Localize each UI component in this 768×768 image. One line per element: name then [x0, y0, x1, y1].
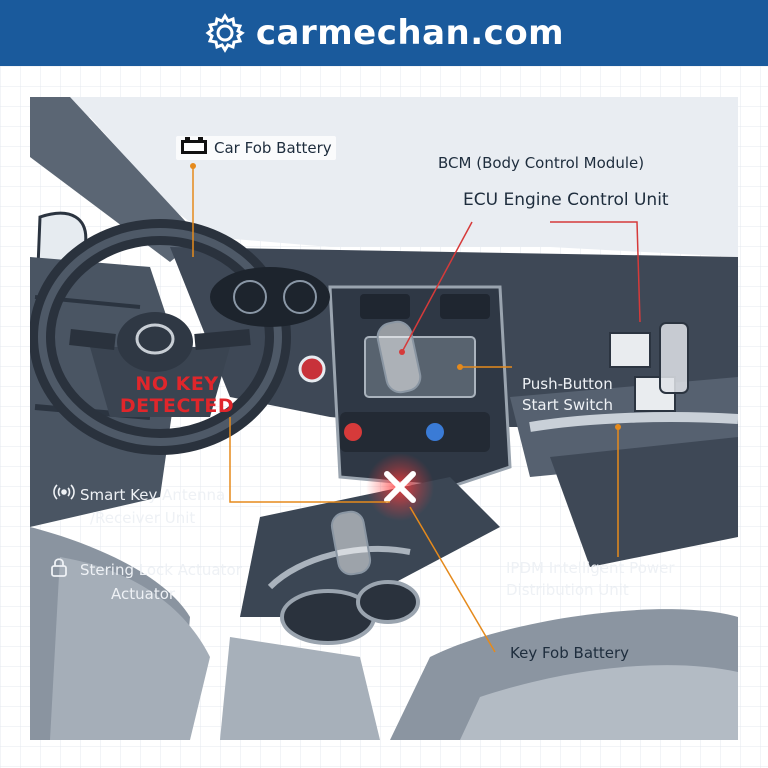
- x-mark-icon: [384, 471, 416, 503]
- antenna-icon: [52, 484, 76, 507]
- no-key-warning: NO KEY DETECTED: [112, 373, 242, 417]
- car-interior-illustration: [30, 97, 738, 740]
- lock-icon: [50, 557, 68, 583]
- bcm-label: BCM (Body Control Module): [438, 154, 645, 172]
- key-fob-icon: [330, 320, 422, 576]
- car-fob-battery-label: Car Fob Battery: [176, 136, 336, 160]
- smart-key-antenna-label: Smart Key Antenna /Receiver Unit: [52, 484, 225, 530]
- steering-wheel-icon: [30, 219, 291, 455]
- battery-icon: [180, 137, 208, 159]
- ecu-label: ECU Engine Control Unit: [463, 190, 669, 210]
- site-brand[interactable]: carmechan.com: [255, 13, 565, 53]
- key-fob-battery-label: Key Fob Battery: [510, 644, 630, 662]
- warning-line-1: NO KEY: [135, 373, 219, 395]
- steering-lock-actuator-label: Stering Lock Actuator Actuator: [50, 557, 242, 605]
- ipdm-label: IPDM Intelligent Power Distribution Unit: [506, 559, 675, 599]
- warning-line-2: DETECTED: [119, 395, 235, 417]
- push-button-start-label: Push-Button Start Switch: [522, 375, 614, 414]
- gear-icon: [204, 12, 246, 54]
- site-header: carmechan.com: [0, 0, 768, 66]
